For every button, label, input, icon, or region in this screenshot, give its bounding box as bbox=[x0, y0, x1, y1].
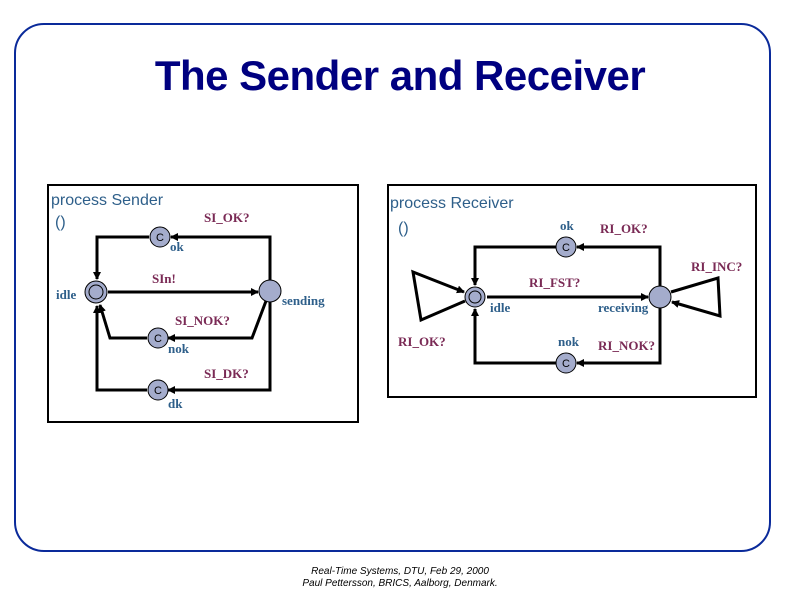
initial-marker-icon bbox=[88, 284, 104, 300]
slide-footer: Real-Time Systems, DTU, Feb 29, 2000 Pau… bbox=[0, 566, 800, 590]
receiver-title: process Receiver bbox=[390, 195, 514, 212]
edge-ok-to-idle bbox=[93, 235, 149, 280]
location-ok[interactable]: C bbox=[149, 226, 171, 248]
edge-receiving-self-loop bbox=[670, 276, 722, 319]
edge-label-ri-fst: RI_FST? bbox=[529, 275, 580, 290]
location-ok[interactable]: C bbox=[555, 236, 577, 258]
location-label-receiving: receiving bbox=[598, 300, 649, 315]
edge-sending-to-nok bbox=[167, 300, 268, 342]
edge-nok-to-idle bbox=[98, 304, 147, 340]
location-label-ok: ok bbox=[170, 239, 185, 254]
sender-params: () bbox=[55, 214, 66, 231]
location-label-nok: nok bbox=[558, 334, 580, 349]
sender-box bbox=[47, 184, 359, 423]
location-idle[interactable] bbox=[84, 280, 108, 304]
footer-line-author: Paul Pettersson, BRICS, Aalborg, Denmark… bbox=[302, 578, 498, 589]
committed-marker: C bbox=[156, 232, 164, 244]
location-nok[interactable]: C bbox=[147, 327, 169, 349]
committed-marker: C bbox=[154, 385, 162, 397]
location-label-ok: ok bbox=[560, 218, 575, 233]
edge-receiving-to-nok bbox=[576, 308, 662, 367]
edge-idle-self-loop bbox=[411, 269, 466, 323]
location-label-dk: dk bbox=[168, 396, 183, 411]
location-dk[interactable]: C bbox=[147, 379, 169, 401]
location-label-nok: nok bbox=[168, 341, 190, 356]
committed-marker: C bbox=[562, 358, 570, 370]
edge-sending-to-dk bbox=[167, 302, 272, 394]
location-label-sending: sending bbox=[282, 293, 325, 308]
slide-title: The Sender and Receiver bbox=[154, 52, 646, 99]
committed-marker: C bbox=[154, 333, 162, 345]
sender-title: process Sender bbox=[51, 192, 164, 209]
slide-frame bbox=[14, 23, 771, 552]
sender-process: process Sender () SI_OK? SIn! SI_NOK? SI… bbox=[47, 184, 359, 423]
location-label-idle: idle bbox=[490, 300, 510, 315]
location-sending[interactable] bbox=[258, 279, 282, 303]
initial-marker-icon bbox=[468, 290, 482, 304]
location-nok[interactable]: C bbox=[555, 352, 577, 374]
edge-receiving-to-ok bbox=[576, 243, 662, 286]
edge-dk-to-idle bbox=[93, 305, 147, 392]
edge-label-si-nok: SI_NOK? bbox=[175, 313, 230, 328]
edge-label-ri-inc: RI_INC? bbox=[691, 259, 742, 274]
receiver-box bbox=[387, 184, 757, 398]
location-idle[interactable] bbox=[464, 286, 486, 308]
location-receiving[interactable] bbox=[648, 285, 672, 309]
edge-label-si-dk: SI_DK? bbox=[204, 366, 249, 381]
edge-label-ri-ok-loop: RI_OK? bbox=[398, 334, 446, 349]
location-label-idle: idle bbox=[56, 287, 76, 302]
edge-label-sin: SIn! bbox=[152, 271, 176, 286]
edge-label-ri-ok: RI_OK? bbox=[600, 221, 648, 236]
edge-sending-to-ok bbox=[170, 233, 272, 280]
footer-line-course: Real-Time Systems, DTU, Feb 29, 2000 bbox=[311, 566, 489, 577]
edge-label-ri-nok: RI_NOK? bbox=[598, 338, 655, 353]
receiver-params: () bbox=[398, 220, 409, 237]
committed-marker: C bbox=[562, 242, 570, 254]
edge-nok-to-idle bbox=[471, 308, 556, 365]
receiver-process: process Receiver () RI_OK? RI_FST? RI_NO… bbox=[387, 184, 757, 398]
edge-ok-to-idle bbox=[471, 245, 556, 286]
edge-label-si-ok: SI_OK? bbox=[204, 210, 250, 225]
